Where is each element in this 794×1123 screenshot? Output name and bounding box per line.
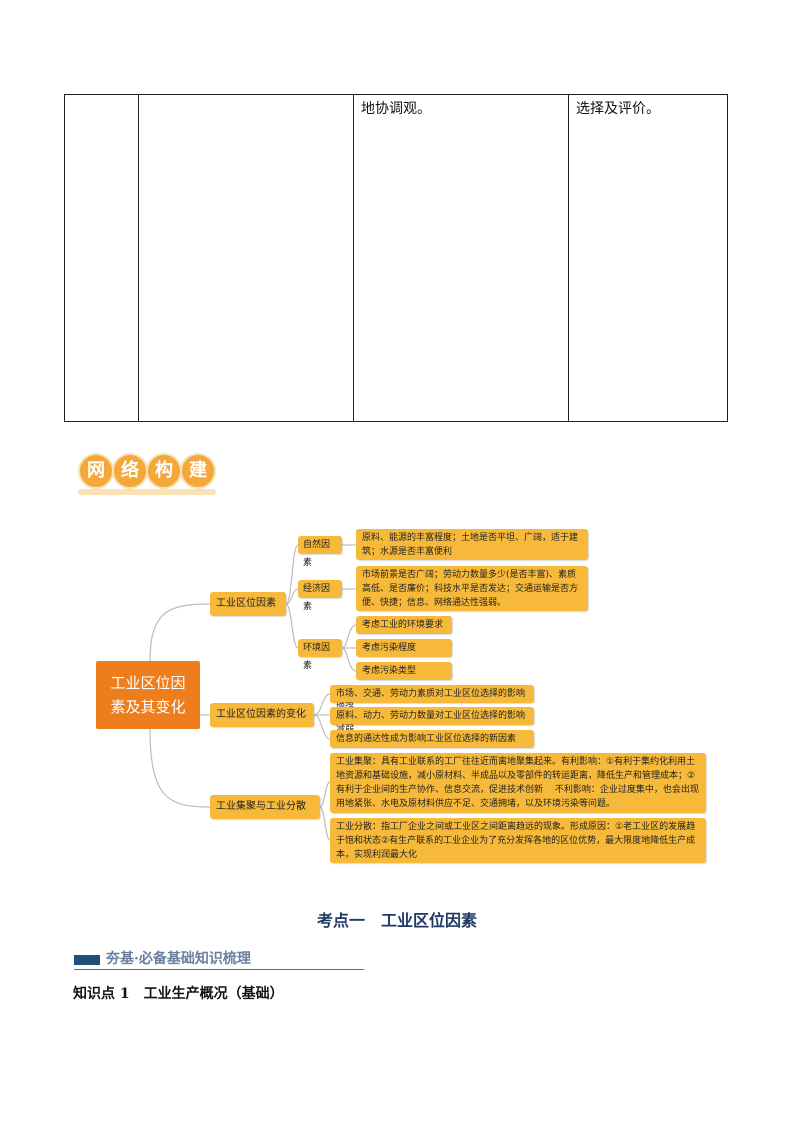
- environmental-detail: 考虑工业的环境要求: [356, 616, 452, 634]
- network-construction-badge: 网 络 构 建: [76, 453, 216, 495]
- root-line: 素及其变化: [110, 698, 186, 716]
- connector: [319, 806, 331, 841]
- connector: [341, 647, 357, 672]
- strip-ribbon: [74, 955, 100, 965]
- knowledge-point-heading: 知识点 1 工业生产概况（基础）: [73, 986, 284, 1002]
- table-cell-text: 地协调观。: [361, 101, 431, 117]
- badge-underline: [78, 489, 216, 495]
- connector: [285, 603, 299, 649]
- strip-underline: [74, 969, 364, 970]
- environmental-detail: 考虑污染类型: [356, 662, 452, 680]
- factor-economic: 经济因素: [298, 580, 342, 612]
- section-title: 考点一 工业区位因素: [316, 911, 477, 930]
- knowledge-strip: 夯基·必备基础知识梳理: [74, 948, 364, 970]
- strip-title: 夯基·必备基础知识梳理: [106, 951, 251, 967]
- badge-char: 络: [112, 453, 148, 489]
- table-column-divider: [568, 95, 569, 421]
- mindmap-root: 工业区位因 素及其变化: [96, 661, 200, 729]
- connector: [313, 714, 331, 740]
- factor-environmental: 环境因素: [298, 639, 342, 671]
- connector: [149, 728, 211, 808]
- change-item: 市场、交通、劳动力素质对工业区位选择的影响增强: [330, 685, 534, 713]
- connector: [149, 603, 211, 662]
- connector: [285, 544, 299, 605]
- table-column-divider: [353, 95, 354, 421]
- badge-char: 建: [180, 453, 216, 489]
- natural-factor-detail: 原料、能源的丰富程度；土地是否平坦、广阔，适于建筑；水源是否丰富便利: [356, 529, 588, 560]
- change-item: 原料、动力、劳动力数量对工业区位选择的影响减弱: [330, 707, 534, 735]
- table-cell-text: 选择及评价。: [576, 101, 660, 117]
- table-column-divider: [138, 95, 139, 421]
- branch-agglomeration-dispersion: 工业集聚与工业分散: [210, 795, 320, 819]
- environmental-detail: 考虑污染程度: [356, 639, 452, 657]
- connector: [313, 693, 331, 716]
- connector: [319, 781, 331, 808]
- branch-factor-changes: 工业区位因素的变化: [210, 703, 314, 727]
- branch-location-factors: 工业区位因素: [210, 592, 286, 616]
- badge-char: 网: [78, 453, 114, 489]
- continuation-table: 地协调观。 选择及评价。: [64, 94, 728, 422]
- root-line: 工业区位因: [110, 674, 186, 692]
- change-item: 信息的通达性成为影响工业区位选择的新因素: [330, 730, 534, 748]
- factor-natural: 自然因素: [298, 536, 342, 568]
- economic-factor-detail: 市场前景是否广阔；劳动力数量多少(是否丰富)、素质高低、是否廉价；科技水平是否发…: [356, 566, 588, 611]
- dispersion-detail: 工业分散：指工厂企业之间或工业区之间距离趋远的现象。形成原因：①老工业区的发展趋…: [330, 818, 706, 863]
- agglomeration-detail: 工业集聚：具有工业联系的工厂往往近而离地聚集起来。有利影响：①有利于集约化利用土…: [330, 753, 706, 813]
- connector: [285, 588, 299, 605]
- connector: [341, 624, 357, 649]
